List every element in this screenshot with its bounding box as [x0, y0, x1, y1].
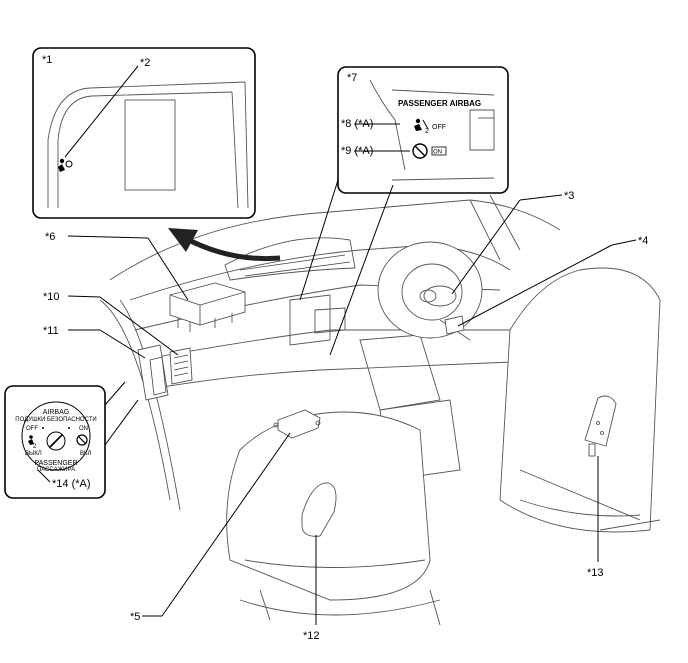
callout-11: *11 [43, 325, 59, 337]
callout-14: *14 (*A) [52, 478, 91, 490]
passenger-airbag-indicator-panel: PASSENGER AIRBAG 2 OFF ON [337, 66, 509, 194]
switch-airbag-ru-text: ПОДУШКИ БЕЗОПАСНОСТИ [15, 417, 96, 423]
svg-text:2: 2 [425, 128, 429, 135]
callout-5: *5 [130, 611, 140, 623]
callout-13: *13 [587, 567, 604, 579]
switch-on-text: ON [79, 426, 88, 432]
switch-passenger-ru-text: ПАССАЖИРА [37, 467, 75, 473]
key-switch-icon [42, 427, 70, 451]
callout-1: *1 [42, 54, 52, 66]
indicator-on-text: ON [433, 150, 442, 156]
leader-lines [37, 123, 637, 625]
callout-3: *3 [564, 190, 574, 202]
airbag-off-icon: 2 [414, 118, 429, 135]
car-interior [99, 194, 661, 626]
airbag-connector [169, 347, 193, 385]
switch-off-ru-text: ВЫКЛ [25, 451, 42, 457]
airbag-cutoff-switch-unit [137, 344, 169, 401]
switch-airbag-text: AIRBAG [43, 409, 69, 416]
switch-passenger-text: PASSENGER [34, 460, 77, 467]
meter-indicator-panel [32, 47, 256, 219]
airbag-cutoff-switch-panel: AIRBAG ПОДУШКИ БЕЗОПАСНОСТИ OFF ON 2 ВЫК… [4, 381, 139, 499]
svg-text:2: 2 [33, 444, 37, 450]
seat-side-airbag-driver [584, 395, 617, 457]
callout-12: *12 [303, 630, 320, 642]
switch-off-text: OFF [26, 426, 38, 432]
front-passenger-airbag [169, 282, 246, 332]
steering-connector [444, 315, 465, 335]
callout-10: *10 [43, 291, 60, 303]
switch-on-ru-text: ВКЛ [80, 451, 91, 457]
indicator-title: PASSENGER AIRBAG [398, 99, 481, 108]
callout-6: *6 [45, 231, 55, 243]
indicator-off-text: OFF [432, 124, 446, 131]
switch-on-airbag-icon [76, 434, 88, 446]
callout-labels: *1 *2 *3 *4 *5 *6 *7 *8 (*A) *9 (*A) *10… [42, 54, 648, 642]
center-airbag-sensor [273, 409, 321, 439]
callout-2: *2 [140, 57, 150, 69]
switch-off-airbag-icon: 2 [28, 435, 37, 450]
callout-9: *9 (*A) [341, 145, 373, 157]
arrow-icon [168, 228, 281, 262]
callout-8: *8 (*A) [341, 118, 373, 130]
seat-side-airbag-passenger [301, 482, 337, 537]
callout-4: *4 [638, 235, 648, 247]
steering-pad [423, 285, 457, 307]
callout-7: *7 [347, 72, 357, 84]
airbag-person-icon [58, 158, 73, 172]
airbag-on-icon [412, 143, 447, 159]
